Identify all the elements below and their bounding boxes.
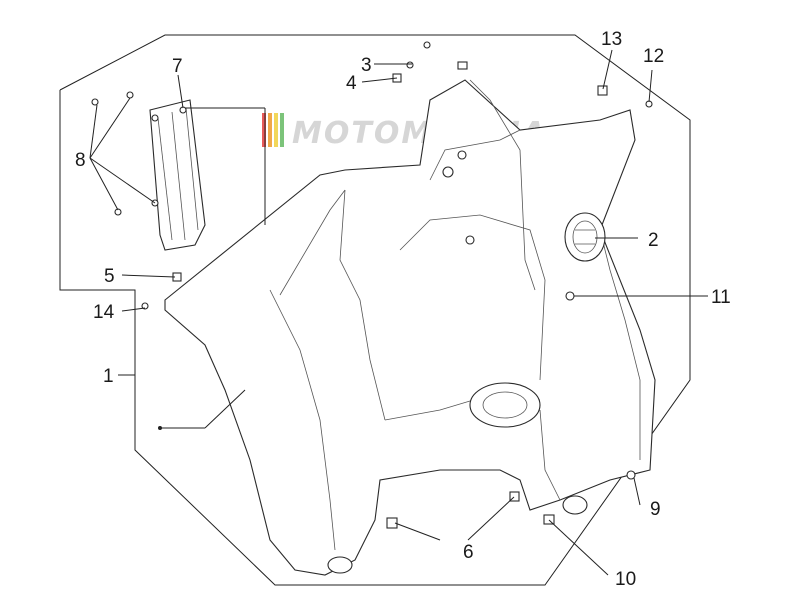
callout-5: 5 <box>104 266 115 287</box>
callout-3: 3 <box>361 55 372 76</box>
screw-icon <box>406 61 414 69</box>
group-frame <box>59 34 691 586</box>
clip-icon <box>597 85 608 96</box>
callout-10: 10 <box>615 569 636 590</box>
screw-icon <box>141 302 149 310</box>
clip-icon <box>457 61 468 70</box>
callout-9: 9 <box>650 499 661 520</box>
callout-8: 8 <box>75 150 86 171</box>
clip-icon <box>543 514 555 525</box>
callout-6: 6 <box>463 542 474 563</box>
callout-14: 14 <box>93 302 115 323</box>
callout-12: 12 <box>643 46 664 67</box>
part-7-cover <box>149 99 206 251</box>
callout-13: 13 <box>601 29 622 50</box>
fasteners <box>91 41 653 529</box>
screw-icon <box>91 98 99 106</box>
screw-icon <box>626 470 636 480</box>
callout-2: 2 <box>648 230 659 251</box>
main-body-panel <box>164 79 656 576</box>
screw-icon <box>423 41 431 49</box>
screw-icon <box>565 291 575 301</box>
clip-icon <box>509 491 520 502</box>
leader-lines <box>89 49 708 576</box>
screw-icon <box>126 91 134 99</box>
part-2-cap <box>564 212 606 262</box>
callout-1: 1 <box>103 366 114 387</box>
callout-11: 11 <box>711 287 731 308</box>
clip-icon <box>386 517 398 529</box>
callout-4: 4 <box>346 73 357 94</box>
callout-7: 7 <box>172 56 183 77</box>
callout-labels: 1 2 3 4 5 6 7 8 9 10 11 12 13 14 <box>75 29 731 590</box>
